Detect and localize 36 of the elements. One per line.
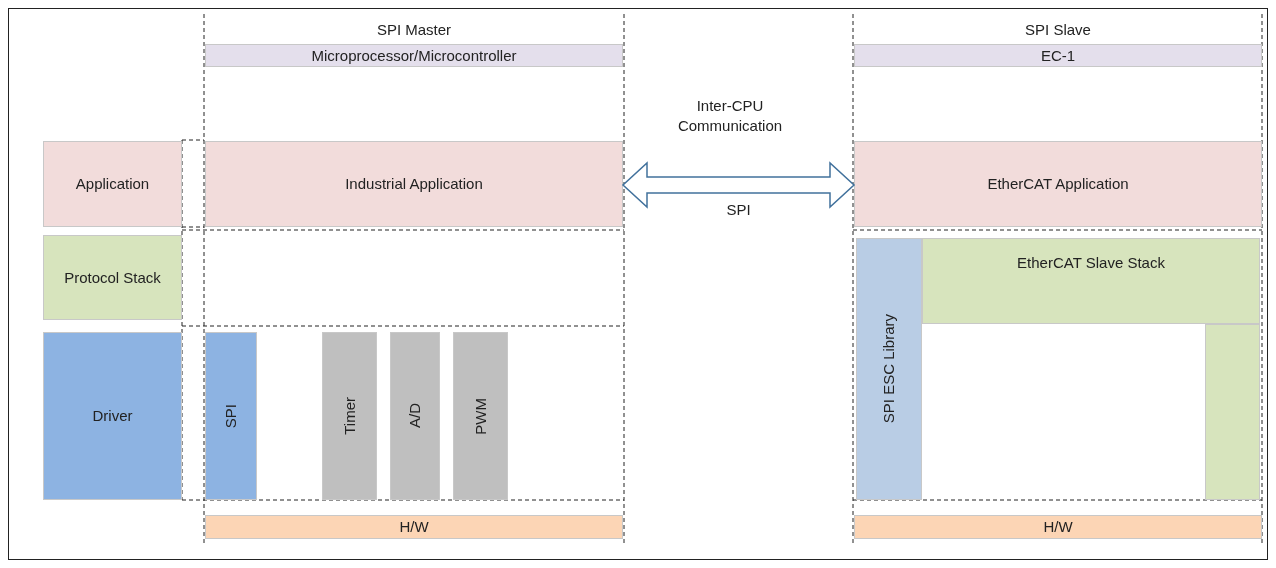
column-heading: SPI Master xyxy=(375,20,453,40)
box-label: PWM xyxy=(470,397,490,435)
box-label: Timer xyxy=(339,397,359,435)
box-label: SPI xyxy=(221,403,241,429)
layer-box xyxy=(854,515,1262,539)
layer-box xyxy=(205,515,623,539)
layer-box xyxy=(43,141,182,227)
box-label: EC-1 xyxy=(1040,45,1076,66)
box-label: SPI ESC Library xyxy=(879,314,899,424)
layer-box xyxy=(854,44,1262,67)
edge-label: SPI xyxy=(725,200,752,220)
layer-box xyxy=(322,332,377,500)
box-label: H/W xyxy=(399,517,429,537)
box-label: Protocol Stack xyxy=(64,267,161,288)
box-label: Driver xyxy=(92,406,133,426)
box-label: Microprocessor/Microcontroller xyxy=(311,45,517,66)
layer-box xyxy=(390,332,440,500)
column-heading: SPI Slave xyxy=(1024,20,1092,40)
box-label: EtherCAT Slave Stack xyxy=(1017,253,1165,273)
layer-box xyxy=(453,332,508,500)
layer-box xyxy=(43,332,182,500)
layer-box xyxy=(43,235,182,320)
double-arrow xyxy=(621,161,856,209)
box-label: Industrial Application xyxy=(345,174,483,194)
layer-box xyxy=(922,238,1260,324)
box-label: A/D xyxy=(405,403,425,429)
box-label: H/W xyxy=(1043,517,1073,537)
layer-box xyxy=(205,332,257,500)
connection-label: Inter-CPU Communication xyxy=(676,96,784,135)
layer-box xyxy=(205,44,623,67)
box-label: EtherCAT Application xyxy=(987,174,1129,194)
layer-box xyxy=(856,238,922,500)
layer-box xyxy=(854,141,1262,227)
layer-bar xyxy=(1205,324,1260,500)
box-label: Application xyxy=(75,174,150,194)
layer-box xyxy=(205,141,623,227)
